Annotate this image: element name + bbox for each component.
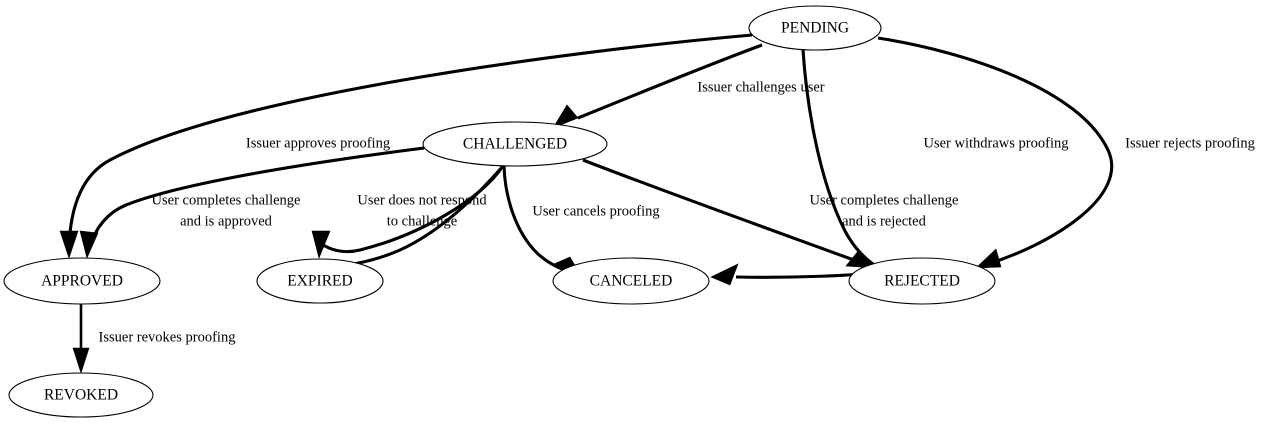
edge-approved-to-revoked[interactable]: Issuer revokes proofing — [72, 304, 236, 374]
node-revoked[interactable]: REVOKED — [8, 372, 154, 418]
edge-pending-to-rejected[interactable]: Issuer rejects proofing — [877, 36, 1255, 269]
edge-label-challenged-to-rejected-line1: User completes challenge — [810, 192, 959, 208]
node-challenged[interactable]: CHALLENGED — [422, 121, 608, 167]
node-expired[interactable]: EXPIRED — [256, 258, 384, 304]
node-revoked-ellipse — [8, 372, 154, 418]
node-challenged-label: CHALLENGED — [463, 136, 567, 153]
edge-label-challenged-to-expired-line2: to challenge — [387, 213, 457, 229]
arrowhead-challenged-to-rejected — [845, 249, 875, 269]
edge-pending-to-challenged[interactable]: Issuer challenges user — [552, 43, 825, 129]
edge-challenged-to-rejected[interactable]: User completes challenge and is rejected — [582, 158, 959, 269]
node-approved-ellipse — [3, 257, 161, 305]
node-rejected-label: REJECTED — [884, 273, 960, 290]
edge-label-pending-to-approved: Issuer approves proofing — [246, 135, 390, 151]
node-expired-ellipse — [256, 258, 384, 304]
edge-path-challenged-to-approved — [87, 146, 425, 250]
edge-label-challenged-to-canceled: User cancels proofing — [532, 203, 659, 219]
node-approved[interactable]: APPROVED — [3, 257, 161, 305]
node-canceled-ellipse — [552, 257, 710, 305]
arrowhead-pending-to-rejected — [975, 248, 1002, 269]
edge-path-pending-to-approved — [67, 33, 753, 249]
node-rejected[interactable]: REJECTED — [848, 257, 996, 305]
edge-path-challenged-to-canceled — [502, 165, 569, 273]
edge-path-pending-to-challenged — [577, 43, 763, 120]
edge-path-pending-to-rejected — [877, 36, 1114, 267]
edge-path-challenged-to-expired-tail — [321, 165, 505, 254]
edge-label-pending-to-canceled: User withdraws proofing — [924, 135, 1069, 151]
edge-label-challenged-to-approved-line1: User completes challenge — [152, 192, 301, 208]
arrowhead-pending-to-canceled — [710, 263, 739, 286]
edge-pending-to-approved[interactable]: Issuer approves proofing — [59, 33, 753, 259]
edge-label-challenged-to-rejected-line2: and is rejected — [842, 213, 926, 229]
edge-label-pending-to-rejected: Issuer rejects proofing — [1125, 135, 1255, 151]
edge-label-pending-to-challenged: Issuer challenges user — [697, 79, 824, 95]
arrowhead-challenged-to-approved — [79, 230, 99, 259]
node-pending[interactable]: PENDING — [748, 5, 882, 51]
node-pending-label: PENDING — [781, 20, 849, 37]
edge-challenged-to-approved[interactable]: User completes challenge and is approved — [79, 146, 425, 259]
arrowhead-pending-to-approved — [59, 230, 79, 259]
edge-label-challenged-to-approved-line2: and is approved — [180, 213, 273, 229]
edge-path-challenged-to-rejected — [582, 158, 863, 265]
node-challenged-ellipse — [422, 121, 608, 167]
node-canceled[interactable]: CANCELED — [552, 257, 710, 305]
node-expired-label: EXPIRED — [287, 273, 352, 290]
arrowhead-approved-to-revoked — [72, 347, 90, 374]
arrowhead-pending-to-challenged — [552, 104, 579, 129]
edge-label-challenged-to-expired-line1: User does not respond — [357, 192, 487, 208]
node-approved-label: APPROVED — [41, 273, 123, 290]
node-rejected-ellipse — [848, 257, 996, 305]
node-pending-ellipse — [748, 5, 882, 51]
node-canceled-label: CANCELED — [590, 273, 673, 290]
edge-challenged-to-expired[interactable]: User does not respond to challenge — [311, 164, 505, 267]
edge-label-approved-to-revoked: Issuer revokes proofing — [99, 329, 236, 345]
node-revoked-label: REVOKED — [44, 387, 118, 404]
arrowhead-challenged-to-expired — [311, 230, 331, 259]
